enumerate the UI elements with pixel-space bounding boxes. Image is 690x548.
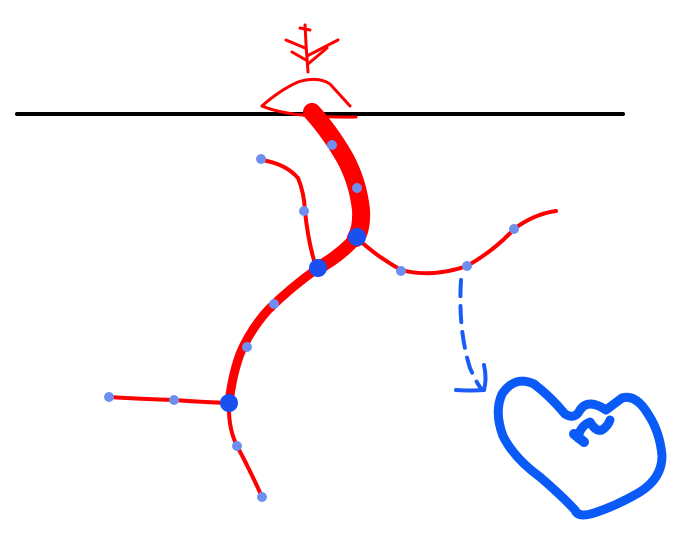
root-node-minor [169, 395, 179, 405]
sprout-leaf-left-2 [290, 50, 308, 62]
growth-arrow-head-bottom [454, 388, 486, 393]
nutrient-blob-notch [569, 429, 589, 447]
root-node-major [348, 228, 366, 246]
lateral-root-left-upper [260, 158, 318, 269]
root-node-minor [257, 492, 267, 502]
growth-arrow-shaft [458, 278, 484, 392]
root-node-minor [104, 392, 114, 402]
root-node-minor [299, 206, 309, 216]
seedling-sprout-icon [260, 23, 358, 119]
root-node-minor [305, 103, 319, 117]
sprout-leaf-top [298, 26, 312, 32]
root-node-minor [242, 342, 252, 352]
root-node-minor [352, 183, 362, 193]
nutrient-blob-icon [493, 376, 667, 520]
root-node-major [309, 259, 327, 277]
nutrient-blob-inner [573, 415, 615, 443]
root-node-minor [269, 299, 279, 309]
sprout-cap [260, 77, 352, 108]
root-node-minor [396, 266, 406, 276]
taproot-lower [224, 263, 323, 408]
sprout-leaf-left-1 [284, 38, 307, 50]
root-node-minor [462, 261, 472, 271]
lateral-root-bottom [226, 401, 264, 499]
lateral-root-right [355, 209, 558, 276]
growth-arrow [454, 278, 488, 393]
root-node-minor [327, 140, 337, 150]
nutrient-blob-outline [493, 376, 667, 520]
sprout-leaf-right-2 [306, 46, 329, 66]
root-node-minor [232, 441, 242, 451]
root-node-minor [256, 154, 266, 164]
root-node-minor [509, 224, 519, 234]
root-node-major [220, 394, 238, 412]
taproot-upper [303, 103, 371, 247]
sprout-cap-base [260, 104, 358, 119]
growth-arrow-head-top [482, 363, 488, 392]
sprout-leaf-right-1 [305, 38, 340, 58]
